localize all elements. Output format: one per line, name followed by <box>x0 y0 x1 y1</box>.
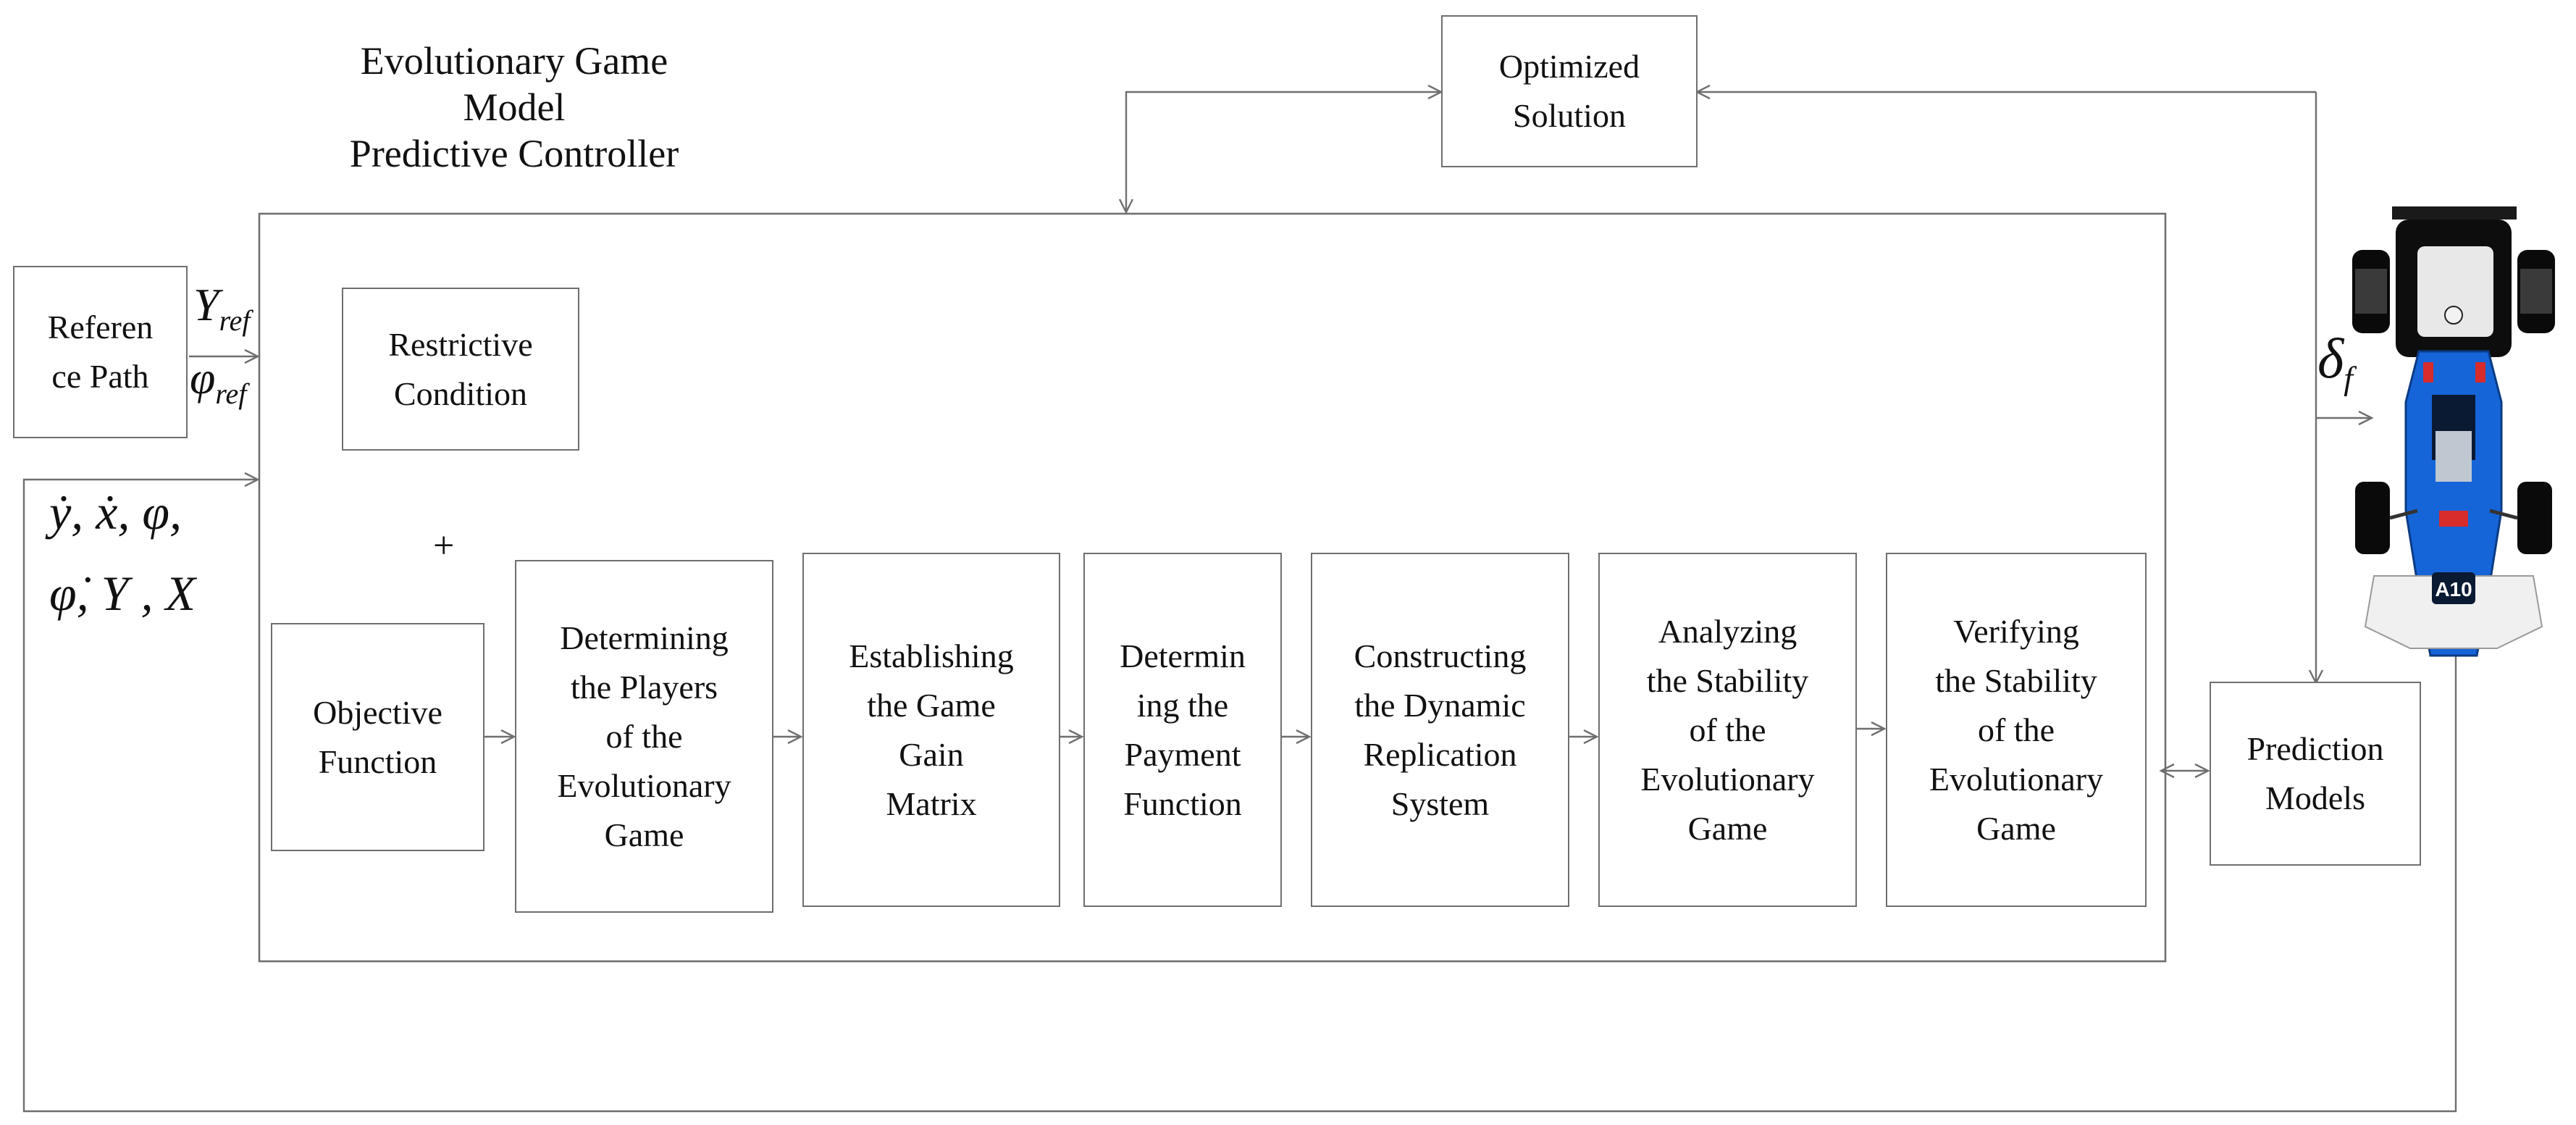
game-gain-matrix-block: Establishing the Game Gain Matrix <box>802 553 1060 907</box>
verifying-stability-line-5: Game <box>1976 809 2056 847</box>
determining-players-line-2: the Players <box>570 668 718 706</box>
restrictive-condition-line-1: Restrictive <box>388 325 533 363</box>
y-ref-main: Y <box>193 279 219 330</box>
payment-function-line-3: Payment <box>1124 735 1241 773</box>
game-gain-matrix-line-4: Matrix <box>886 785 977 822</box>
verifying-stability-line-3: of the <box>1977 711 2055 748</box>
replication-system-line-4: System <box>1390 785 1490 822</box>
analyzing-stability-line-2: the Stability <box>1646 661 1809 699</box>
sum-plus-sign: + <box>433 525 455 566</box>
payment-function-line-4: Function <box>1123 785 1242 822</box>
game-gain-matrix-line-1: Establishing <box>849 637 1014 674</box>
verifying-stability-line-2: the Stability <box>1935 661 2097 699</box>
reference-path-line-1: Referen <box>47 309 154 346</box>
prediction-models-line-2: Models <box>2265 779 2365 816</box>
y-ref-label: Yref <box>193 278 251 338</box>
analyzing-stability-line-3: of the <box>1689 711 1766 748</box>
prediction-models-block: Prediction Models <box>2210 682 2421 866</box>
analyzing-stability-block: Analyzing the Stability of the Evolution… <box>1598 553 1857 907</box>
state-vector-line-2: φ̇, Y , X <box>49 566 196 621</box>
feedback-loop-line <box>22 472 2457 1113</box>
game-gain-matrix-line-2: the Game <box>867 686 996 724</box>
determining-players-line-5: Game <box>604 816 684 853</box>
replication-system-line-3: Replication <box>1363 735 1517 773</box>
objective-function-line-2: Function <box>318 743 437 780</box>
determining-players-line-4: Evolutionary <box>557 766 731 804</box>
phi-ref-label: φref <box>190 351 246 411</box>
optimized-solution-line-2: Solution <box>1513 97 1626 134</box>
restrictive-condition-block: Restrictive Condition <box>342 288 579 451</box>
payment-function-block: Determin ing the Payment Function <box>1083 553 1282 907</box>
verifying-stability-line-4: Evolutionary <box>1929 760 2104 798</box>
state-vector-line-1: ẏ, ẋ, φ, <box>49 485 182 540</box>
determining-players-line-1: Determining <box>560 619 729 656</box>
objective-function-line-1: Objective <box>313 693 442 731</box>
replication-system-line-1: Constructing <box>1354 637 1527 674</box>
arrow-optimized-to-controller <box>1118 84 1443 214</box>
vehicle-image: A10 <box>2352 206 2555 657</box>
payment-function-line-2: ing the <box>1136 686 1229 724</box>
steering-angle-sub: f <box>2344 359 2354 397</box>
title-line-1: Evolutionary Game Model <box>360 39 668 129</box>
objective-function-block: Objective Function <box>271 623 484 851</box>
reference-path-block: Referen ce Path <box>13 266 188 438</box>
optimized-solution-line-1: Optimized <box>1498 48 1640 85</box>
game-gain-matrix-line-3: Gain <box>899 735 964 773</box>
verifying-stability-line-1: Verifying <box>1953 612 2079 650</box>
replication-system-line-2: the Dynamic <box>1354 686 1526 724</box>
analyzing-stability-line-1: Analyzing <box>1658 612 1797 650</box>
replication-system-block: Constructing the Dynamic Replication Sys… <box>1311 553 1569 907</box>
diagram-title: Evolutionary Game Model Predictive Contr… <box>311 38 717 177</box>
phi-ref-sub: ref <box>215 377 247 410</box>
reference-path-line-2: ce Path <box>51 358 149 395</box>
title-line-2: Predictive Controller <box>349 132 679 175</box>
restrictive-condition-line-2: Condition <box>393 375 528 412</box>
determining-players-block: Determining the Players of the Evolution… <box>515 560 773 913</box>
analyzing-stability-line-5: Game <box>1687 809 1768 847</box>
vehicle-number: A10 <box>2435 578 2472 601</box>
optimized-solution-block: Optimized Solution <box>1441 15 1698 167</box>
determining-players-line-3: of the <box>605 717 683 755</box>
steering-angle-label: δf <box>2317 326 2353 398</box>
payment-function-line-1: Determin <box>1120 637 1246 674</box>
phi-ref-main: φ <box>190 352 216 403</box>
prediction-models-line-1: Prediction <box>2246 730 2384 767</box>
verifying-stability-block: Verifying the Stability of the Evolution… <box>1886 553 2147 907</box>
analyzing-stability-line-4: Evolutionary <box>1640 760 1815 798</box>
y-ref-sub: ref <box>219 304 251 337</box>
steering-angle-main: δ <box>2317 327 2344 390</box>
